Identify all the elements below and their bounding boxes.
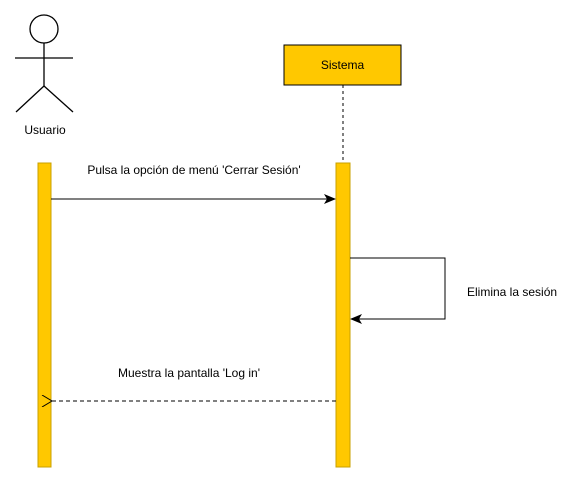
user-actor[interactable]: Usuario: [15, 14, 74, 137]
actor-left-leg: [15, 85, 45, 113]
user-activation-bar: [37, 162, 52, 468]
system-participant[interactable]: Sistema: [283, 44, 402, 86]
logout-message[interactable]: Pulsa la opción de menú 'Cerrar Sesión': [51, 163, 336, 204]
actor-head: [29, 14, 59, 44]
self-message[interactable]: Elimina la sesión: [350, 257, 557, 324]
system-box: [283, 44, 402, 86]
system-label: Sistema: [321, 58, 365, 72]
system-activation-bar: [335, 162, 351, 468]
self-message-label: Elimina la sesión: [467, 285, 557, 299]
actor-right-leg: [43, 85, 74, 113]
logout-message-label: Pulsa la opción de menú 'Cerrar Sesión': [87, 163, 300, 177]
user-actor-label: Usuario: [24, 123, 66, 137]
self-message-arrow: [350, 257, 446, 324]
return-message-label: Muestra la pantalla 'Log in': [118, 366, 260, 380]
return-message[interactable]: Muestra la pantalla 'Log in': [52, 366, 336, 401]
